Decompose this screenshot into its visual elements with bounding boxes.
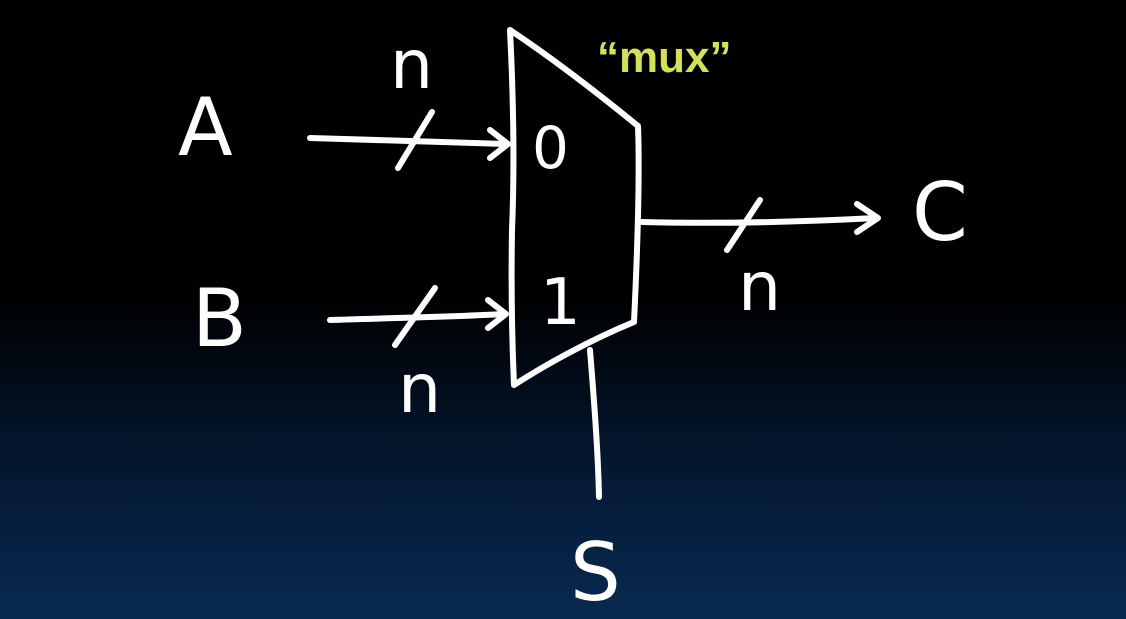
slide-title: “mux” — [597, 33, 732, 82]
input-b-label: B — [192, 272, 247, 365]
bus-slash-b — [392, 285, 438, 348]
input-b-wire — [327, 285, 509, 348]
input-b-width-label: n — [398, 350, 441, 429]
bus-slash-c — [724, 197, 763, 253]
mux-input-1-label: 1 — [540, 266, 581, 340]
input-a-width-label: n — [390, 26, 433, 105]
output-c-wire — [639, 197, 881, 253]
bus-slash-a — [395, 109, 435, 171]
mux-input-0-label: 0 — [532, 114, 569, 182]
output-c-label: C — [912, 166, 968, 259]
select-s-label: S — [570, 526, 621, 619]
select-wire — [587, 347, 602, 500]
input-a-wire — [307, 109, 511, 171]
input-a-label: A — [178, 81, 233, 174]
mux-body — [507, 27, 642, 388]
output-c-width-label: n — [738, 248, 781, 327]
